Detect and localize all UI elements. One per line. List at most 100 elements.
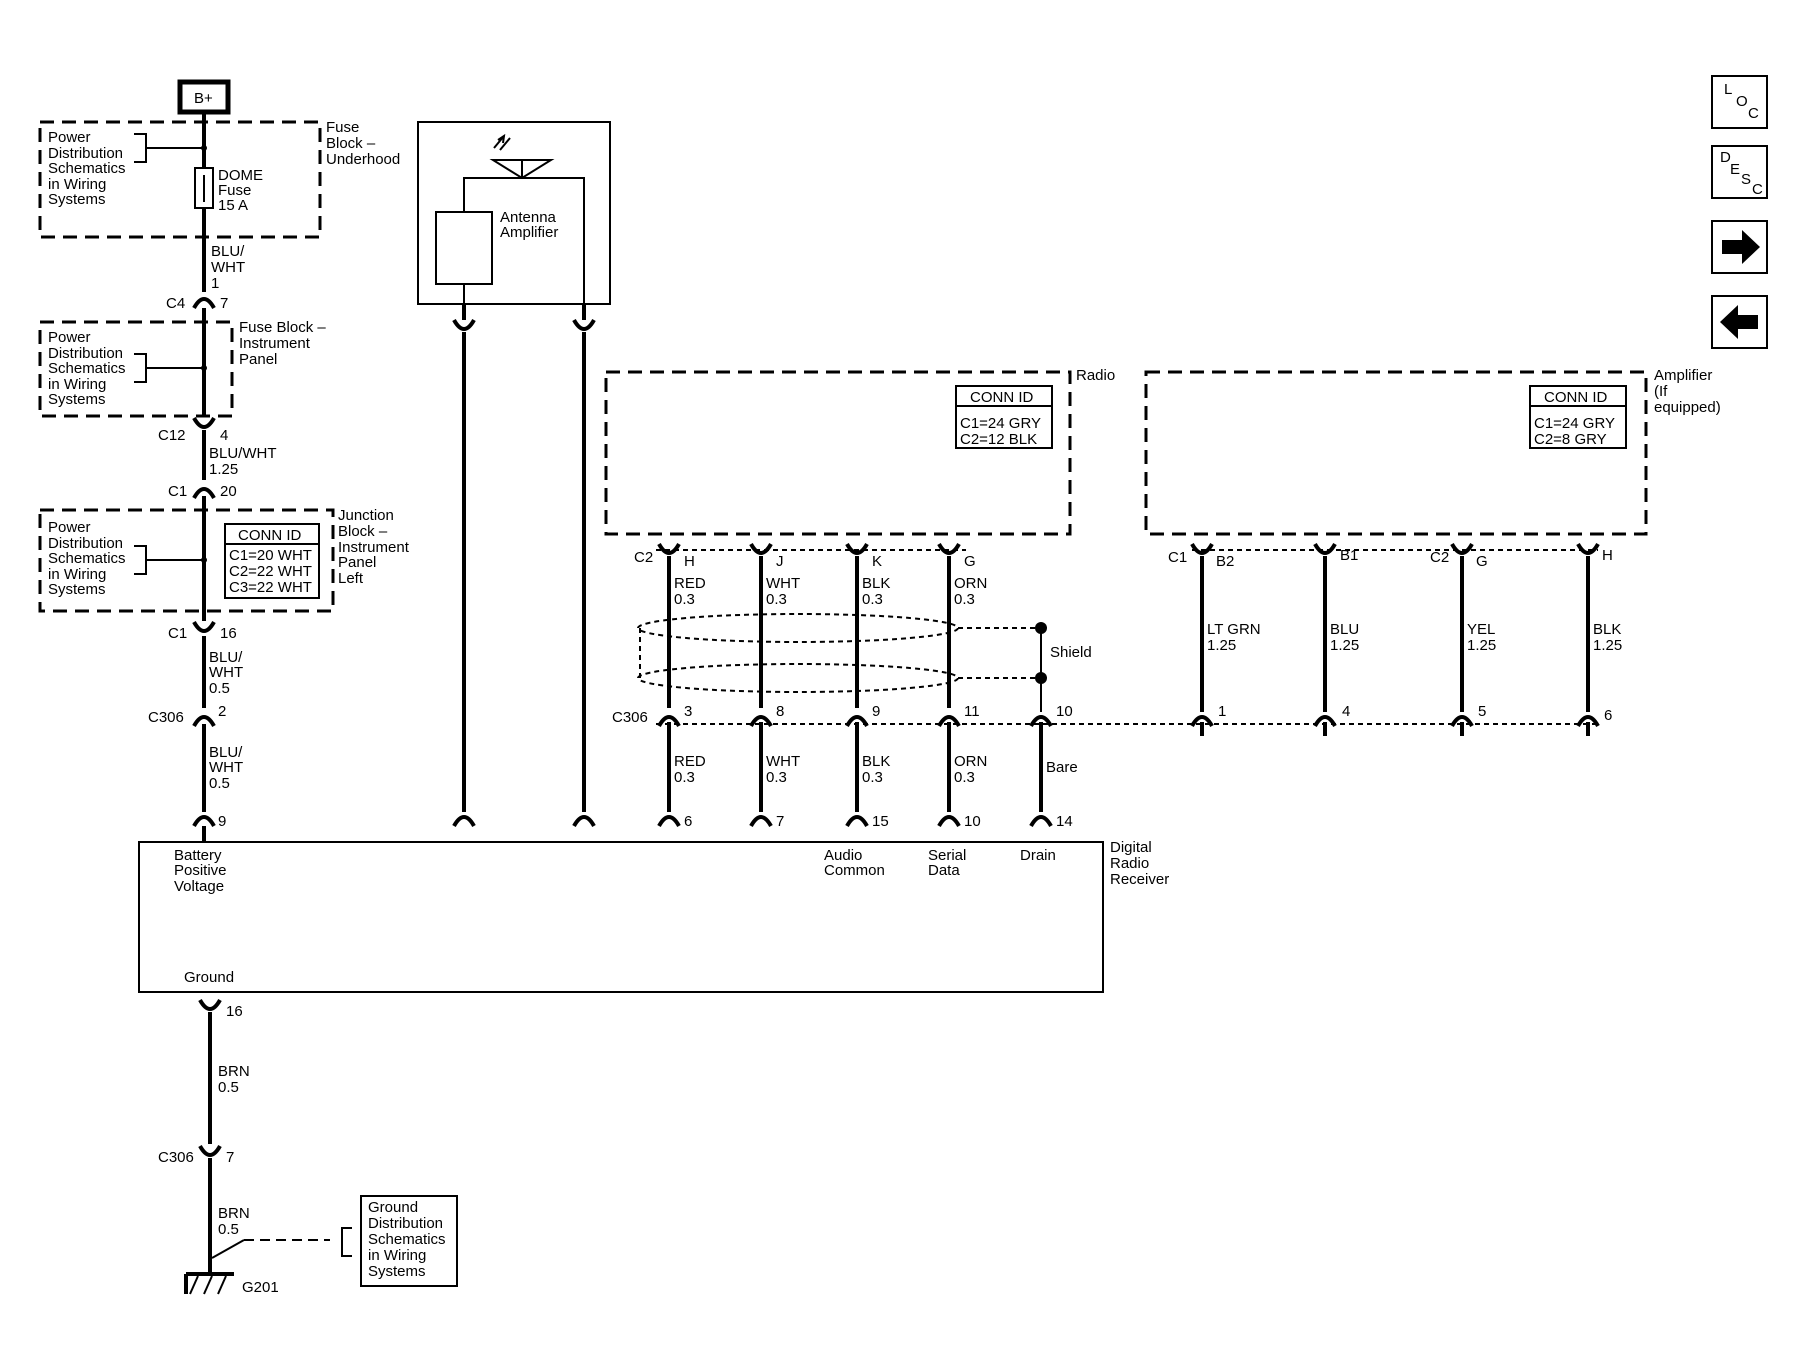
battery-positive-box: B+ xyxy=(177,79,231,115)
svg-text:WHT: WHT xyxy=(211,259,245,276)
svg-text:RED: RED xyxy=(674,753,706,770)
wire-label-2: BLU/WHT 1.25 xyxy=(209,445,277,478)
svg-text:Radio: Radio xyxy=(1076,367,1115,384)
svg-text:L: L xyxy=(1724,81,1732,98)
left-arrow-icon xyxy=(1720,305,1758,339)
ground-distribution-ref[interactable]: Ground Distribution Schematics in Wiring… xyxy=(211,1195,458,1287)
connector-c306-2: C306 2 xyxy=(148,703,226,728)
svg-text:C2: C2 xyxy=(1430,549,1449,566)
svg-text:5: 5 xyxy=(1478,703,1486,720)
svg-text:BLU/: BLU/ xyxy=(211,243,245,260)
svg-text:C306: C306 xyxy=(612,709,648,726)
power-distribution-ref-1[interactable]: Power Distribution Schematics in Wiring … xyxy=(48,129,207,208)
svg-text:Amplifier: Amplifier xyxy=(500,224,558,241)
svg-text:BLK: BLK xyxy=(862,575,890,592)
antenna-amplifier-module: Antenna Amplifier xyxy=(417,121,611,305)
svg-text:0.3: 0.3 xyxy=(766,769,787,786)
left-feed-wire xyxy=(194,112,214,842)
svg-text:Block –: Block – xyxy=(338,523,388,540)
svg-text:CONN ID: CONN ID xyxy=(1544,389,1608,406)
desc-button[interactable]: D E S C xyxy=(1711,145,1768,199)
svg-text:C4: C4 xyxy=(166,295,185,312)
svg-text:Common: Common xyxy=(824,862,885,879)
svg-text:Bare: Bare xyxy=(1046,759,1078,776)
svg-text:C12: C12 xyxy=(158,427,186,444)
connector-c12: C12 4 xyxy=(158,416,228,444)
svg-text:C: C xyxy=(1752,181,1763,198)
antenna-wires xyxy=(452,304,596,828)
svg-text:equipped): equipped) xyxy=(1654,399,1721,416)
svg-text:15: 15 xyxy=(872,813,889,830)
svg-text:C2=12 BLK: C2=12 BLK xyxy=(960,431,1037,448)
svg-text:4: 4 xyxy=(220,427,228,444)
svg-text:in Wiring: in Wiring xyxy=(368,1247,426,1264)
svg-text:Schematics: Schematics xyxy=(48,360,126,377)
loc-button[interactable]: L O C xyxy=(1711,75,1768,129)
svg-text:Amplifier: Amplifier xyxy=(1654,367,1712,384)
svg-text:BLU: BLU xyxy=(1330,621,1359,638)
svg-text:0.3: 0.3 xyxy=(862,769,883,786)
forward-arrow-button[interactable] xyxy=(1711,220,1768,274)
svg-text:C2=22 WHT: C2=22 WHT xyxy=(229,563,312,580)
svg-text:1.25: 1.25 xyxy=(1207,637,1236,654)
svg-text:B+: B+ xyxy=(194,90,213,107)
c306-radio-pins: C306 3 8 9 11 10 xyxy=(612,703,1073,726)
svg-text:11: 11 xyxy=(964,703,980,720)
svg-text:C1=24 GRY: C1=24 GRY xyxy=(960,415,1041,432)
amplifier-wire-labels: LT GRN 1.25 BLU 1.25 YEL 1.25 BLK 1.25 xyxy=(1207,621,1622,654)
svg-text:4: 4 xyxy=(1342,703,1350,720)
back-arrow-button[interactable] xyxy=(1711,295,1768,349)
ground-wire: 16 BRN 0.5 C306 7 BRN 0.5 xyxy=(158,998,250,1274)
svg-text:Systems: Systems xyxy=(48,581,106,598)
svg-text:0.5: 0.5 xyxy=(209,680,230,697)
amplifier-wires xyxy=(1190,542,1600,736)
svg-text:Panel: Panel xyxy=(239,351,277,368)
svg-text:C2=8 GRY: C2=8 GRY xyxy=(1534,431,1607,448)
svg-text:7: 7 xyxy=(226,1149,234,1166)
svg-text:(If: (If xyxy=(1654,383,1668,400)
svg-text:BLK: BLK xyxy=(1593,621,1621,638)
junction-block-ip-left: Junction Block – Instrument Panel Left C… xyxy=(38,507,410,613)
svg-text:C1=20 WHT: C1=20 WHT xyxy=(229,547,312,564)
wire-label-3: BLU/ WHT 0.5 xyxy=(209,649,243,697)
svg-text:8: 8 xyxy=(776,703,784,720)
svg-text:1: 1 xyxy=(1218,703,1226,720)
svg-text:0.3: 0.3 xyxy=(954,591,975,608)
svg-text:ORN: ORN xyxy=(954,753,987,770)
svg-text:1.25: 1.25 xyxy=(209,461,238,478)
svg-text:WHT: WHT xyxy=(766,575,800,592)
svg-text:Voltage: Voltage xyxy=(174,878,224,895)
svg-text:Digital: Digital xyxy=(1110,839,1152,856)
radio-module: Radio CONN ID C1=24 GRY C2=12 BLK C2 xyxy=(604,367,1115,566)
svg-text:20: 20 xyxy=(220,483,237,500)
svg-text:K: K xyxy=(872,553,882,570)
svg-text:C1: C1 xyxy=(1168,549,1187,566)
svg-text:Underhood: Underhood xyxy=(326,151,400,168)
svg-text:Antenna: Antenna xyxy=(500,209,557,226)
svg-text:DOME: DOME xyxy=(218,167,263,184)
power-distribution-ref-2[interactable]: Power Distribution Schematics in Wiring … xyxy=(48,329,207,408)
svg-text:in Wiring: in Wiring xyxy=(48,566,106,583)
power-distribution-ref-3[interactable]: Power Distribution Schematics in Wiring … xyxy=(48,519,207,598)
connector-c4: C4 7 xyxy=(166,295,228,312)
svg-text:Power: Power xyxy=(48,129,91,146)
svg-text:WHT: WHT xyxy=(209,664,243,681)
svg-text:O: O xyxy=(1736,93,1748,110)
svg-text:0.3: 0.3 xyxy=(954,769,975,786)
svg-text:Drain: Drain xyxy=(1020,847,1056,864)
svg-text:7: 7 xyxy=(220,295,228,312)
svg-text:0.3: 0.3 xyxy=(862,591,883,608)
svg-text:BLU/: BLU/ xyxy=(209,744,243,761)
svg-text:G201: G201 xyxy=(242,1279,279,1296)
svg-text:2: 2 xyxy=(218,703,226,720)
radio-upper-wire-labels: RED 0.3 WHT 0.3 BLK 0.3 ORN 0.3 xyxy=(674,575,987,608)
svg-text:Shield: Shield xyxy=(1050,644,1092,661)
digital-radio-receiver: Digital Radio Receiver 9 6 7 15 10 14 Ba… xyxy=(138,813,1169,993)
svg-text:C: C xyxy=(1748,105,1759,122)
radio-pin-labels: H J K G xyxy=(684,553,976,570)
svg-text:10: 10 xyxy=(1056,703,1073,720)
svg-text:B2: B2 xyxy=(1216,553,1234,570)
svg-text:0.5: 0.5 xyxy=(218,1079,239,1096)
connector-outlines xyxy=(656,549,1598,725)
svg-text:0.3: 0.3 xyxy=(674,591,695,608)
